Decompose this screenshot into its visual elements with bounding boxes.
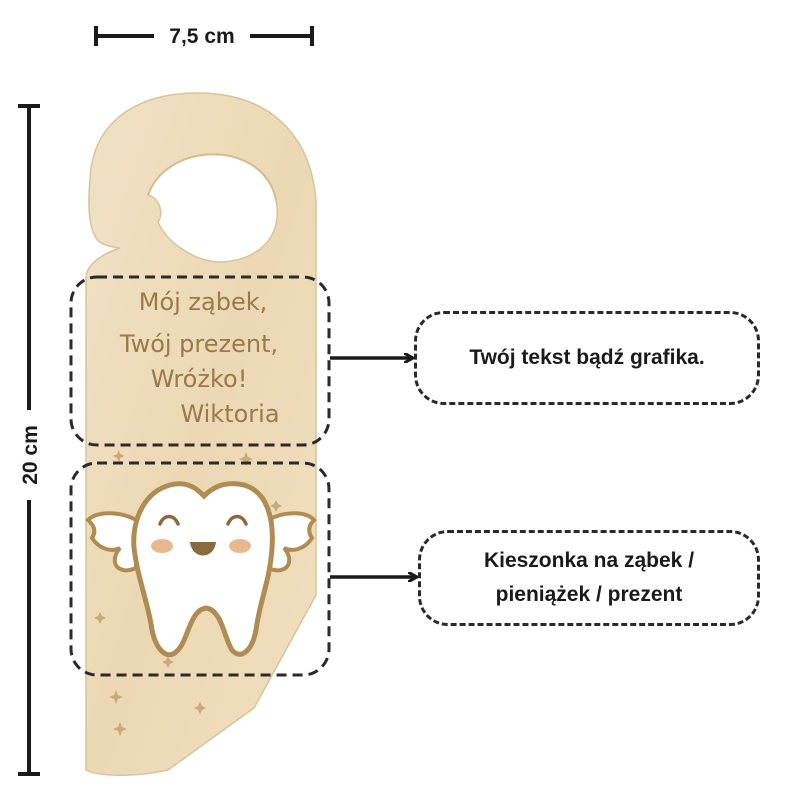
sparkle-decorations xyxy=(94,450,282,736)
pocket-callout-line-2: pieniążek / prezent xyxy=(495,583,683,606)
width-dimension: 7,5 cm xyxy=(94,25,314,48)
engraved-text: Mój ząbek, Twój prezent, Wróżko! Wiktori… xyxy=(119,288,280,428)
text-area-callout-label: Twój tekst bądź grafika. xyxy=(469,346,705,369)
height-dimension: 20 cm xyxy=(18,104,42,776)
door-hanger: Mój ząbek, Twój prezent, Wróżko! Wiktori… xyxy=(85,92,317,776)
engraved-line-4: Wiktoria xyxy=(180,400,279,428)
text-area-callout: Twój tekst bądź grafika. xyxy=(414,311,760,405)
width-label: 7,5 cm xyxy=(169,25,234,48)
tooth-pocket xyxy=(85,481,317,658)
smile xyxy=(190,542,216,556)
right-cheek xyxy=(229,539,251,553)
pocket-callout-line-1: Kieszonka na ząbek / xyxy=(483,549,695,572)
engraved-line-2: Twój prezent, xyxy=(119,330,278,358)
text-area-frame xyxy=(69,275,331,447)
left-wing xyxy=(85,511,138,573)
pocket-area-frame xyxy=(69,461,331,677)
left-eye xyxy=(158,514,180,526)
right-wing xyxy=(266,511,317,573)
engraved-line-3: Wróżko! xyxy=(151,365,248,393)
height-label: 20 cm xyxy=(19,425,42,485)
left-cheek xyxy=(151,539,173,553)
tooth-shape xyxy=(131,481,275,658)
right-eye xyxy=(226,514,248,526)
engraved-line-1: Mój ząbek, xyxy=(139,288,268,316)
pocket-callout: Kieszonka na ząbek / pieniążek / prezent xyxy=(418,530,760,626)
hanger-body xyxy=(85,92,317,776)
